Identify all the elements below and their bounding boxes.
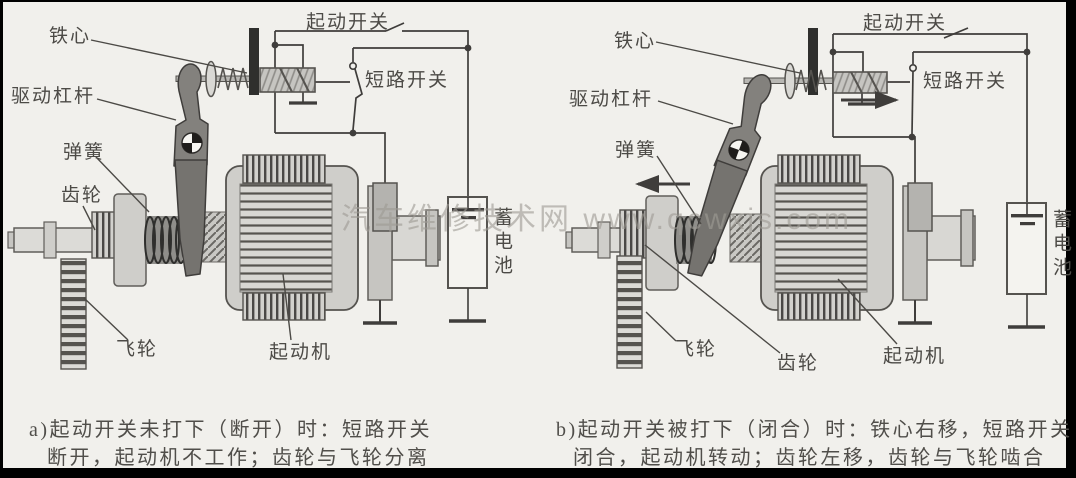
label-spring-b: 弹簧 xyxy=(615,140,658,161)
rod-flange xyxy=(205,60,217,98)
label-gear-a: 齿轮 xyxy=(61,185,104,206)
figure-paper: 铁心 起动开关 驱动杠杆 短路开关 弹簧 齿轮 飞轮 起动机 蓄电池 铁心 起动… xyxy=(3,2,1071,469)
flywheel-ring xyxy=(616,255,643,369)
rod-flange xyxy=(784,62,796,100)
diagram-linework xyxy=(7,22,1048,370)
engagement-collar xyxy=(113,193,147,287)
label-iron-core-a: 铁心 xyxy=(49,26,92,47)
starter-motor xyxy=(224,153,442,325)
panel-b-leaders xyxy=(644,41,898,354)
short-circuit-switch-closed-blade xyxy=(911,70,914,135)
site-watermark: 汽车维修技术网 www.qcwxjs.com xyxy=(341,203,853,236)
panel-b-contacts xyxy=(829,48,1031,141)
pinion-gear xyxy=(91,211,117,259)
panel-a-solenoid xyxy=(175,28,316,98)
label-start-switch-b: 起动开关 xyxy=(863,13,948,34)
panel-a-leaders xyxy=(82,39,292,341)
battery-symbol xyxy=(1005,201,1048,329)
label-short-circuit-switch-b: 短路开关 xyxy=(923,71,1008,92)
label-starter-b: 起动机 xyxy=(883,346,947,367)
panel-a xyxy=(7,22,489,370)
label-flywheel-a: 飞轮 xyxy=(116,339,159,360)
iron-core-bar xyxy=(249,28,259,95)
label-drive-lever-b: 驱动杠杆 xyxy=(569,89,654,110)
caption-a-line2: 断开，起动机不工作；齿轮与飞轮分离 xyxy=(47,447,430,469)
label-battery-a: 蓄电池 xyxy=(491,207,512,279)
label-battery-b: 蓄电池 xyxy=(1050,209,1071,281)
short-circuit-switch-contact xyxy=(348,61,357,70)
starter-motor xyxy=(759,153,977,325)
label-iron-core-b: 铁心 xyxy=(614,31,657,52)
short-circuit-switch-contact xyxy=(908,64,917,73)
label-gear-b: 齿轮 xyxy=(777,353,820,374)
label-starter-a: 起动机 xyxy=(269,342,333,363)
solenoid-cylinder xyxy=(259,67,316,93)
label-spring-a: 弹簧 xyxy=(63,142,106,163)
panel-b xyxy=(565,27,1048,369)
label-start-switch-a: 起动开关 xyxy=(306,12,391,33)
label-drive-lever-a: 驱动杠杆 xyxy=(11,86,96,107)
flywheel-ring xyxy=(60,258,87,370)
panel-b-motion-arrows xyxy=(635,91,899,193)
label-short-circuit-switch-a: 短路开关 xyxy=(365,70,450,91)
iron-core-bar xyxy=(808,28,818,95)
caption-b-line1: b)起动开关被打下（闭合）时：铁心右移，短路开关 xyxy=(556,419,1073,441)
label-flywheel-b: 飞轮 xyxy=(675,339,718,360)
solenoid-cylinder xyxy=(832,71,888,94)
caption-b-line2: 闭合，起动机转动；齿轮左移，齿轮与飞轮啮合 xyxy=(573,447,1046,469)
panel-a-contacts xyxy=(271,41,472,137)
rod-spring xyxy=(795,69,827,93)
caption-a-line1: a)起动开关未打下（断开）时：短路开关 xyxy=(29,419,433,441)
panel-b-solenoid xyxy=(743,28,888,100)
